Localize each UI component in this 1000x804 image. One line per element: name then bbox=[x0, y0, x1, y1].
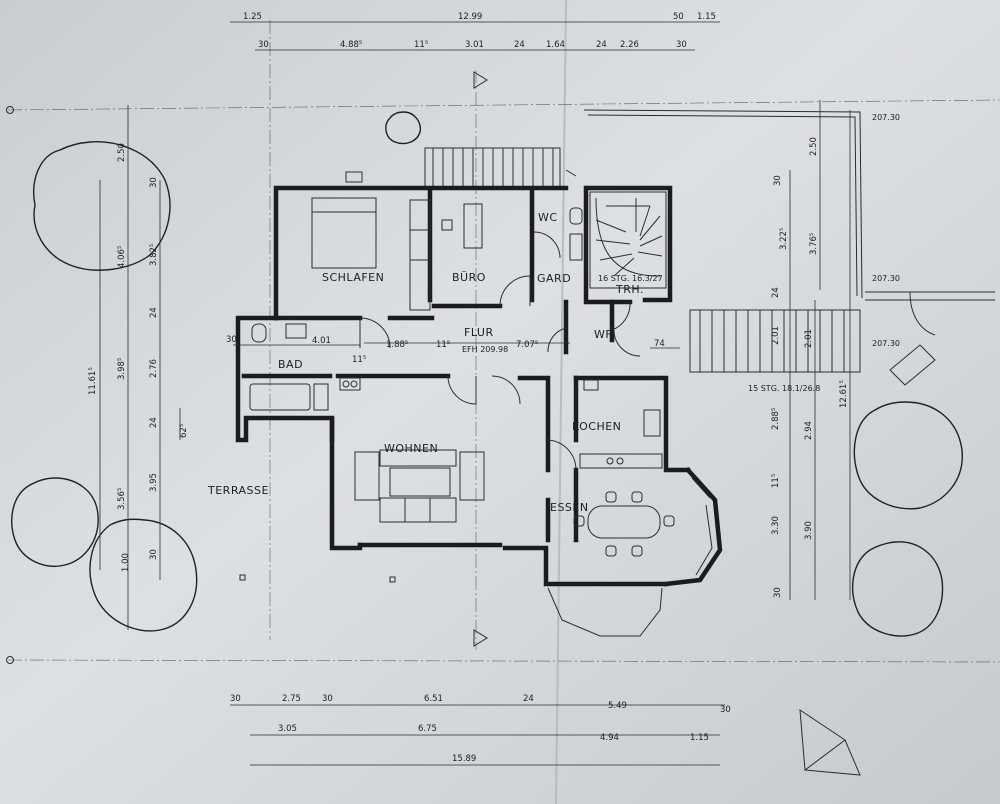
door-swings bbox=[359, 231, 641, 471]
dim-label: 30 bbox=[226, 335, 237, 345]
terrace-markers bbox=[239, 574, 396, 583]
dim-label: 30 bbox=[230, 694, 241, 704]
dim-label: 24 bbox=[523, 694, 534, 704]
stair-notes: 16 STG. 16.3/27 15 STG. 18.1/26.8 bbox=[598, 274, 820, 393]
dim-label: 6.75 bbox=[418, 724, 437, 734]
dim-label: 4.88⁵ bbox=[340, 40, 362, 50]
dimensions-bottom: 30 2.75 30 6.51 24 5.49 30 3.05 6.75 4.9… bbox=[230, 694, 731, 764]
dim-label: 2.94 bbox=[804, 421, 814, 440]
dim-label: 30 bbox=[676, 40, 687, 50]
dim-label: 7.07⁵ bbox=[516, 340, 538, 350]
dimensions-interior: 4.01 30 1.88⁵ 11⁵ 7.07⁵ 11⁵ 74 bbox=[226, 335, 665, 365]
room-label-flur: FLUR bbox=[464, 326, 494, 339]
dim-label: 24 bbox=[149, 307, 159, 318]
room-label-schlafen: SCHLAFEN bbox=[322, 271, 384, 284]
dim-label: 6.51 bbox=[424, 694, 443, 704]
dim-label: 3.01 bbox=[465, 40, 484, 50]
dim-label: 50 bbox=[673, 12, 684, 22]
dim-label: 2.50 bbox=[117, 143, 127, 162]
dim-label: 30 bbox=[322, 694, 333, 704]
dim-label: 15.89 bbox=[452, 754, 476, 764]
floor-level-efh: EFH 209.98 bbox=[462, 345, 508, 354]
dim-label: 11⁵ bbox=[414, 40, 428, 50]
stair-note-inner: 16 STG. 16.3/27 bbox=[598, 274, 663, 283]
dim-label: 1.25 bbox=[243, 12, 262, 22]
dim-label: 2.01 bbox=[771, 326, 781, 345]
room-label-wf: WF bbox=[594, 328, 612, 341]
dim-label: 30 bbox=[773, 175, 783, 186]
trees bbox=[11, 111, 963, 637]
elevation-marks: 207.30 207.30 207.30 bbox=[872, 113, 900, 348]
outer-stair bbox=[689, 291, 995, 386]
dim-label: 3.90 bbox=[804, 521, 814, 540]
dim-label: 3.05 bbox=[278, 724, 297, 734]
elevation-mark: 207.30 bbox=[872, 339, 900, 348]
dim-label: 12.99 bbox=[458, 12, 482, 22]
dim-label: 2.26 bbox=[620, 40, 639, 50]
dim-label: 1.00 bbox=[121, 553, 131, 572]
dim-label: 24 bbox=[596, 40, 607, 50]
dim-label: 74 bbox=[654, 339, 665, 349]
room-label-trh: TRH. bbox=[615, 283, 644, 296]
room-label-gard: GARD bbox=[537, 272, 571, 285]
dim-label: 4.01 bbox=[312, 336, 331, 346]
dimensions-top: 1.25 12.99 50 1.15 30 4.88⁵ 11⁵ 3.01 24 … bbox=[243, 12, 716, 50]
dim-label: 30 bbox=[258, 40, 269, 50]
room-label-bad: BAD bbox=[278, 358, 303, 371]
dim-label: 11⁵ bbox=[771, 474, 781, 488]
dimensions-left: 2.50 11.61⁵ 4.06⁵ 3.98⁵ 3.56⁵ 30 3.82⁵ 2… bbox=[88, 143, 189, 572]
dim-label: 1.15 bbox=[697, 12, 716, 22]
paper-fold bbox=[555, 0, 567, 804]
dim-label: 3.56⁵ bbox=[117, 488, 127, 510]
dim-label: 5.49 bbox=[608, 701, 627, 711]
dim-label: 30 bbox=[720, 705, 731, 715]
dim-label: 30 bbox=[149, 549, 159, 560]
dim-label: 3.22⁵ bbox=[779, 228, 789, 250]
dim-label: 3.30 bbox=[771, 516, 781, 535]
room-label-wohnen: WOHNEN bbox=[384, 442, 438, 455]
dim-label: 30 bbox=[773, 587, 783, 598]
dim-label: 2.50 bbox=[809, 137, 819, 156]
dim-label: 3.76⁵ bbox=[809, 233, 819, 255]
room-label-essen: ESSEN bbox=[550, 501, 589, 514]
dimension-lines bbox=[99, 21, 851, 766]
dim-label: 12.61⁵ bbox=[839, 380, 849, 408]
axis-lines bbox=[6, 20, 1000, 664]
dimensions-right: 2.50 3.76⁵ 12.61⁵ 3.22⁵ 2.01 2.94 3.90 3… bbox=[771, 137, 849, 598]
dim-label: 4.94 bbox=[600, 733, 619, 743]
room-labels: SCHLAFEN BÜRO WC GARD TRH. FLUR EFH 209.… bbox=[207, 211, 644, 514]
dim-label: 24 bbox=[149, 417, 159, 428]
dim-label: 3.98⁵ bbox=[117, 358, 127, 380]
dim-label: 1.15 bbox=[690, 733, 709, 743]
room-label-terrasse: TERRASSE bbox=[207, 484, 269, 497]
room-label-kochen: KOCHEN bbox=[572, 420, 621, 433]
dim-label: 24 bbox=[771, 287, 781, 298]
elevation-mark: 207.30 bbox=[872, 113, 900, 122]
dim-label: 2.01 bbox=[804, 329, 814, 348]
north-arrow-icon bbox=[799, 709, 861, 776]
dim-label: 24 bbox=[514, 40, 525, 50]
room-label-wc: WC bbox=[538, 211, 558, 224]
dim-label: 2.76 bbox=[149, 359, 159, 378]
dim-label: 3.95 bbox=[149, 473, 159, 492]
dim-label: 62⁵ bbox=[179, 424, 189, 438]
dim-label: 3.82⁵ bbox=[149, 244, 159, 266]
dim-label: 1.88⁵ bbox=[386, 340, 408, 350]
dim-label: 11.61⁵ bbox=[88, 367, 98, 395]
dim-label: 2.88⁵ bbox=[771, 408, 781, 430]
elevation-mark: 207.30 bbox=[872, 274, 900, 283]
dim-label: 2.75 bbox=[282, 694, 301, 704]
dim-label: 1.64 bbox=[546, 40, 565, 50]
stair-note-outer: 15 STG. 18.1/26.8 bbox=[748, 384, 820, 393]
bay-window bbox=[547, 477, 713, 637]
furniture bbox=[249, 169, 675, 557]
dim-label: 11⁵ bbox=[352, 355, 366, 365]
dim-label: 4.06⁵ bbox=[117, 246, 127, 268]
dim-label: 30 bbox=[149, 177, 159, 188]
room-label-buero: BÜRO bbox=[452, 271, 486, 284]
dim-label: 11⁵ bbox=[436, 340, 450, 350]
